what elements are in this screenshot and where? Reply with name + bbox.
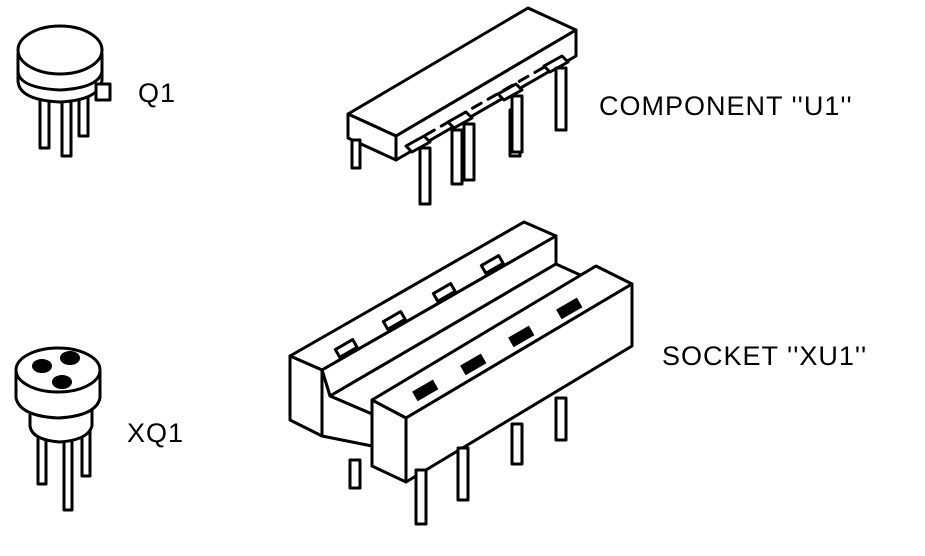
socket-xq1 bbox=[14, 346, 102, 512]
socket-xq1-holes bbox=[32, 351, 80, 389]
socket-xu1-back-leads bbox=[348, 396, 568, 490]
socket-xu1-front-leads bbox=[414, 446, 470, 526]
component-u1 bbox=[346, 6, 578, 206]
transistor-q1 bbox=[16, 24, 112, 158]
socket-xu1-left-face bbox=[288, 354, 324, 438]
transistor-q1-tab bbox=[94, 82, 112, 102]
label-socket-xu1: SOCKET ''XU1'' bbox=[662, 341, 868, 371]
label-q1: Q1 bbox=[138, 78, 177, 108]
component-u1-pin-shoulders bbox=[404, 54, 570, 154]
socket-xu1-front-rail-side bbox=[404, 282, 634, 484]
component-u1-front-leads bbox=[350, 66, 568, 206]
socket-xu1-back-slots bbox=[333, 254, 505, 359]
socket-xu1-front-slots bbox=[412, 297, 583, 402]
label-component-u1: COMPONENT ''U1'' bbox=[599, 91, 853, 121]
label-xq1: XQ1 bbox=[127, 418, 185, 448]
transistor-q1-top bbox=[16, 24, 104, 76]
socket-xu1 bbox=[288, 220, 634, 526]
